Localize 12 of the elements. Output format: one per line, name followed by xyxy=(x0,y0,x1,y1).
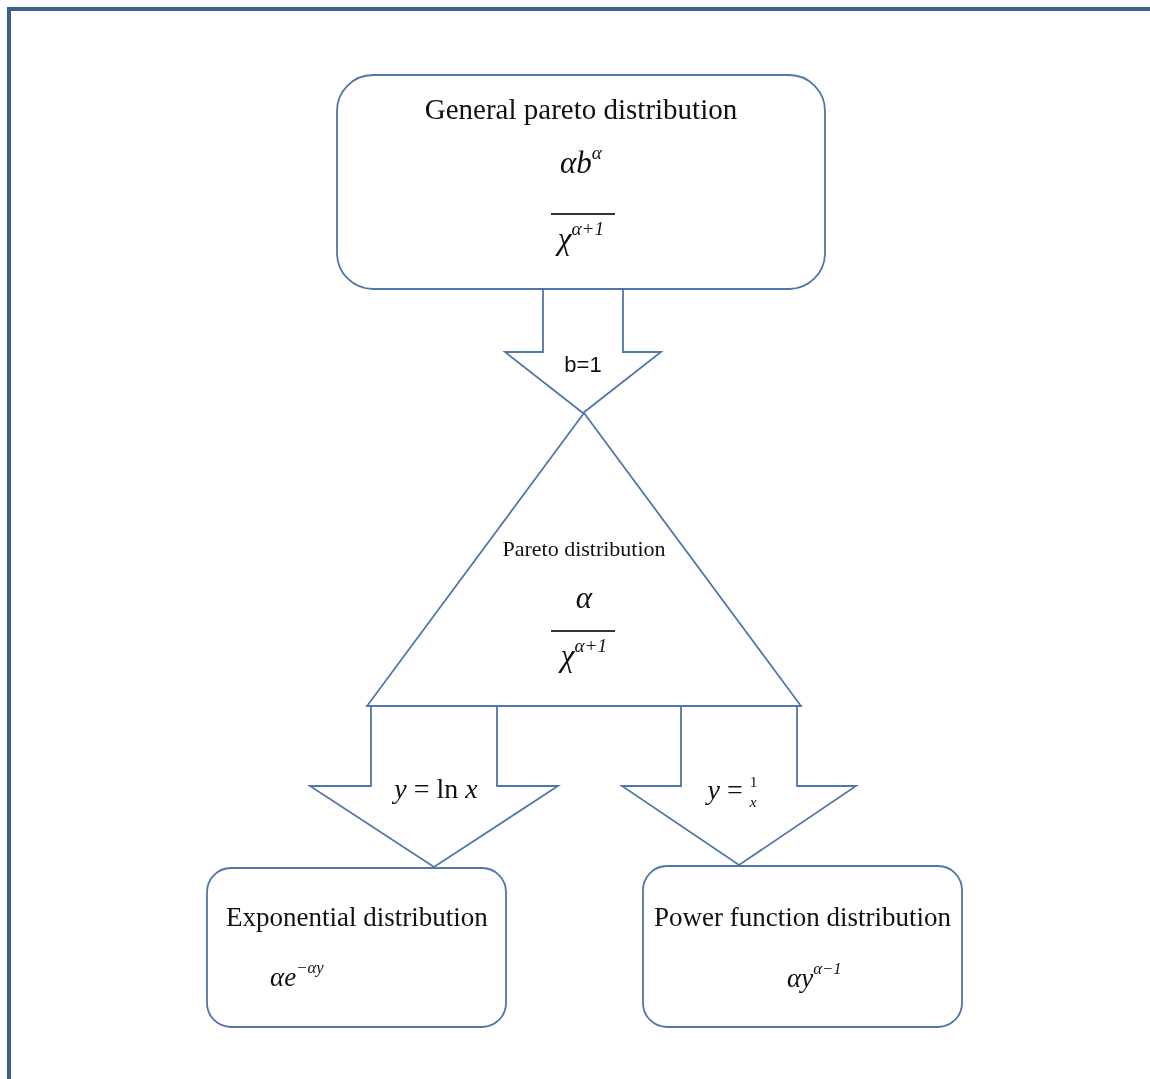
formula-text: α xyxy=(574,581,594,616)
formula-text: χ$^{α+1}$ xyxy=(557,635,609,674)
node-title: Power function distribution xyxy=(653,903,952,933)
formula-text: χ$^{α+1}$ xyxy=(554,218,606,257)
formula-text: αy$^{α−1}$ xyxy=(787,960,842,994)
node-title: Exponential distribution xyxy=(226,903,488,933)
node-title: Pareto distribution xyxy=(501,537,667,562)
formula-text: αe$^{−αy}$ xyxy=(270,959,324,993)
node-title: General pareto distribution xyxy=(423,94,739,126)
formula-text: αb$^{α}$ xyxy=(559,142,603,181)
block-arrow xyxy=(502,289,664,415)
block-arrow xyxy=(619,705,859,867)
